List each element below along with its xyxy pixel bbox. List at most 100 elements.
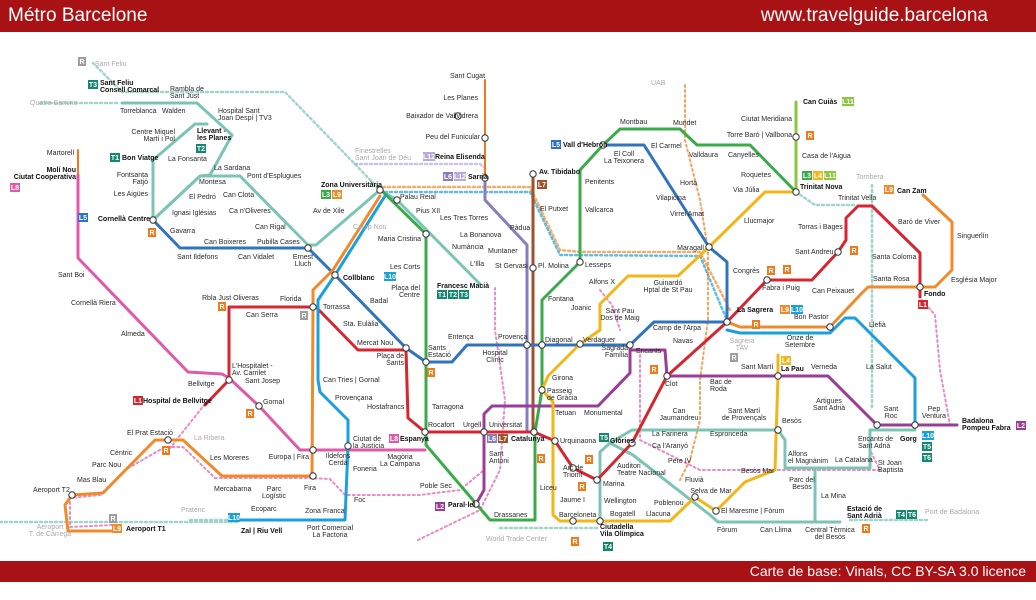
station-label[interactable]: Verneda [811,364,837,371]
station-label[interactable]: Valldaura [689,152,718,159]
station-label[interactable]: Ignasi Iglésias [172,210,217,217]
station-label[interactable]: Mercabarna [214,486,251,493]
station-label[interactable]: Martorell [47,150,75,157]
station-label[interactable]: Hospital de Bellvitge [143,398,212,405]
station-label[interactable]: Numància [452,244,484,251]
station-label[interactable]: Europa | Fira [269,454,309,461]
station-label[interactable]: La Bonanova [460,232,501,239]
station-label[interactable]: Collblanc [343,275,375,282]
station-label[interactable]: Poblenou [654,500,684,507]
station-label[interactable]: Roquetes [741,172,771,179]
station-label[interactable]: Fira [304,485,316,492]
station-label[interactable]: Gavarra [170,228,195,235]
station-label[interactable]: La Ribera [194,435,224,442]
station-label[interactable]: Trinitat Nova [800,184,843,191]
station-label[interactable]: Tarragona [432,404,464,411]
station-label[interactable]: Verdaguer [583,337,616,344]
station-label[interactable]: Cornellà Centre [98,216,150,223]
station-label[interactable]: Foc [354,497,366,504]
station-label[interactable]: Can Vidalet [238,254,274,261]
station-label[interactable]: La Salut [866,364,892,371]
station-label[interactable]: Jaume I [560,497,585,504]
station-label[interactable]: Pl. Molina [538,263,569,270]
station-label[interactable]: Provençana [335,395,372,402]
station-label[interactable]: Virrei Amat [670,211,704,218]
station-label[interactable]: Almeda [121,331,145,338]
station-label[interactable]: Pere IV [668,458,692,465]
station-label[interactable]: Ecoparc [251,506,277,513]
station-label[interactable]: Francesc Macià [437,283,489,290]
station-label[interactable]: Lesseps [585,262,612,269]
station-label[interactable]: Clot [665,381,678,388]
station-label[interactable]: Drassanes [494,512,528,519]
station-label[interactable]: Maragall [677,245,704,252]
station-label[interactable]: El Maresme | Fòrum [721,508,784,515]
station-label[interactable]: L'Illa [470,261,484,268]
station-label[interactable]: Liceu [540,485,557,492]
station-label[interactable]: La Mina [821,493,846,500]
station-label[interactable]: Sarrià [468,174,488,181]
station-label[interactable]: Can Clota [223,192,254,199]
station-label[interactable]: Fondo [924,291,945,298]
station-label[interactable]: El Prat Estació [127,430,173,437]
station-label[interactable]: Glòries [610,438,634,445]
station-label[interactable]: Torribera [856,174,884,181]
station-label[interactable]: Peu del Funicular [426,134,481,141]
station-label[interactable]: Urquinaona [560,438,596,445]
station-label[interactable]: Marina [603,481,625,488]
station-label[interactable]: Sant Cugat [450,73,485,80]
station-label[interactable]: Pont d'Esplugues [247,173,302,180]
station-label[interactable]: Ca n'Oliveres [229,208,271,215]
station-label[interactable]: Poble Sec [420,483,452,490]
station-label[interactable]: Besòs [782,418,802,425]
station-label[interactable]: Pius XII [416,208,440,215]
station-label[interactable]: Can Cuiàs [803,99,837,106]
station-label[interactable]: Palau Reial [400,194,436,201]
station-label[interactable]: Casa de l'Aigua [802,153,851,160]
station-label[interactable]: Montbau [620,119,647,126]
station-label[interactable]: El Carmel [651,143,682,150]
station-label[interactable]: Mercat Nou [357,340,393,347]
station-label[interactable]: Torras i Bages [798,224,843,231]
station-label[interactable]: Església Major [951,277,998,284]
station-label[interactable]: Monumental [584,410,623,417]
station-label[interactable]: Reina Elisenda [435,154,485,161]
station-label[interactable]: World Trade Center [486,536,548,543]
station-label[interactable]: UAB [651,80,666,87]
station-label[interactable]: Vilapicina [656,195,686,202]
station-label[interactable]: Les Aigües [114,191,149,198]
station-label[interactable]: Trinitat Vella [838,195,876,202]
station-label[interactable]: Les Moreres [210,455,249,462]
station-label[interactable]: Les Corts [390,264,420,271]
station-label[interactable]: Montesa [199,179,226,186]
station-label[interactable]: Bogatell [610,511,636,518]
station-label[interactable]: St Gervasi [495,263,528,270]
station-label[interactable]: Av de Xile [313,208,344,215]
station-label[interactable]: Sant Martí [741,364,773,371]
station-label[interactable]: Hostafrancs [367,404,405,411]
station-label[interactable]: Espanya [400,436,429,443]
station-label[interactable]: Espronceda [710,431,747,438]
station-label[interactable]: Can Peixauet [812,288,854,295]
station-label[interactable]: Llacuna [646,511,671,518]
